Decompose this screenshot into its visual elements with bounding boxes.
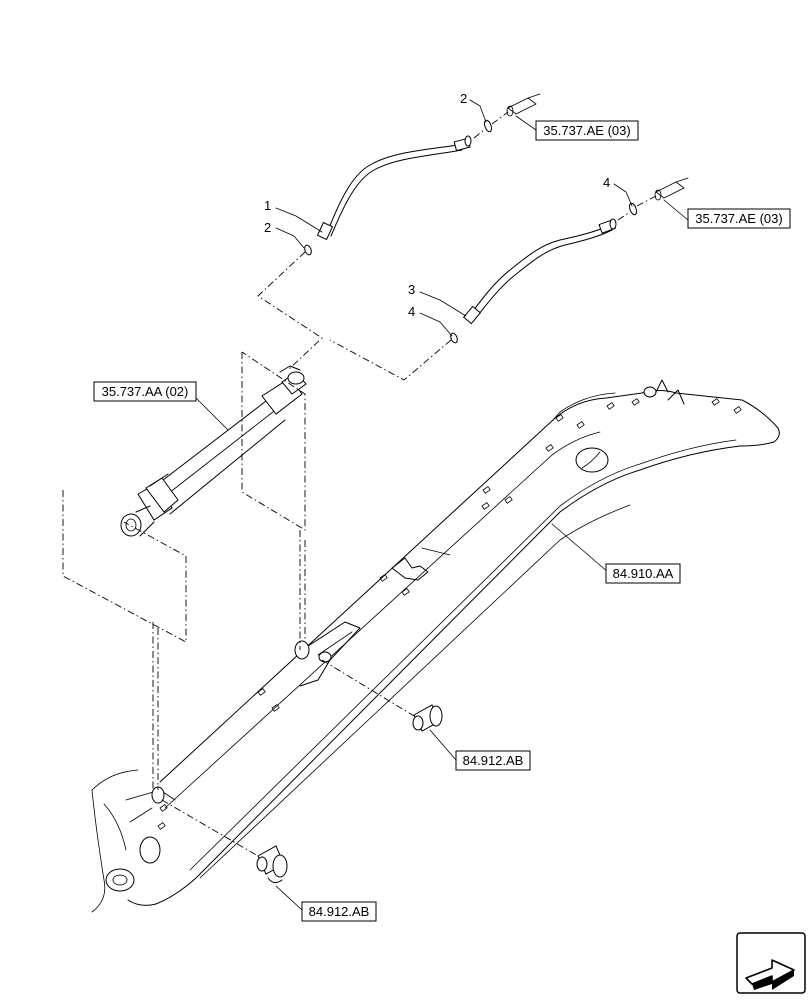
item-number-2: 2 xyxy=(264,220,271,235)
callout-label: 84.910.AA xyxy=(613,566,674,581)
fitting-stubs xyxy=(506,93,689,201)
item-number-2: 2 xyxy=(460,91,467,106)
boom-arm xyxy=(91,379,780,913)
callout-label: 35.737.AA (02) xyxy=(102,384,189,399)
callout-label: 84.912.AB xyxy=(309,904,370,919)
item-number-1: 1 xyxy=(264,198,271,213)
hydraulic-cylinder xyxy=(120,365,307,537)
item-number-3: 3 xyxy=(408,282,415,297)
callout-label: 35.737.AE (03) xyxy=(695,211,782,226)
hose-right xyxy=(462,218,617,325)
callout-ref-pin-lower[interactable]: 84.912.AB xyxy=(301,901,377,922)
pin-lower xyxy=(256,845,288,884)
assembly-lines xyxy=(62,111,657,857)
o-ring-parts xyxy=(304,119,637,344)
callout-ref-hose-right[interactable]: 35.737.AE (03) xyxy=(687,208,791,229)
callout-label: 35.737.AE (03) xyxy=(543,123,630,138)
callout-ref-pin-upper[interactable]: 84.912.AB xyxy=(455,750,531,771)
callout-ref-boom[interactable]: 84.910.AA xyxy=(605,563,681,584)
arrow-orientation-icon xyxy=(736,932,806,994)
hose-left xyxy=(316,135,472,241)
item-number-4: 4 xyxy=(408,304,415,319)
callout-ref-hose-top[interactable]: 35.737.AE (03) xyxy=(535,120,639,141)
pin-upper xyxy=(412,704,443,732)
leader-lines xyxy=(195,99,689,911)
callout-label: 84.912.AB xyxy=(463,753,524,768)
callout-ref-cylinder[interactable]: 35.737.AA (02) xyxy=(93,381,197,402)
item-number-4: 4 xyxy=(603,175,610,190)
